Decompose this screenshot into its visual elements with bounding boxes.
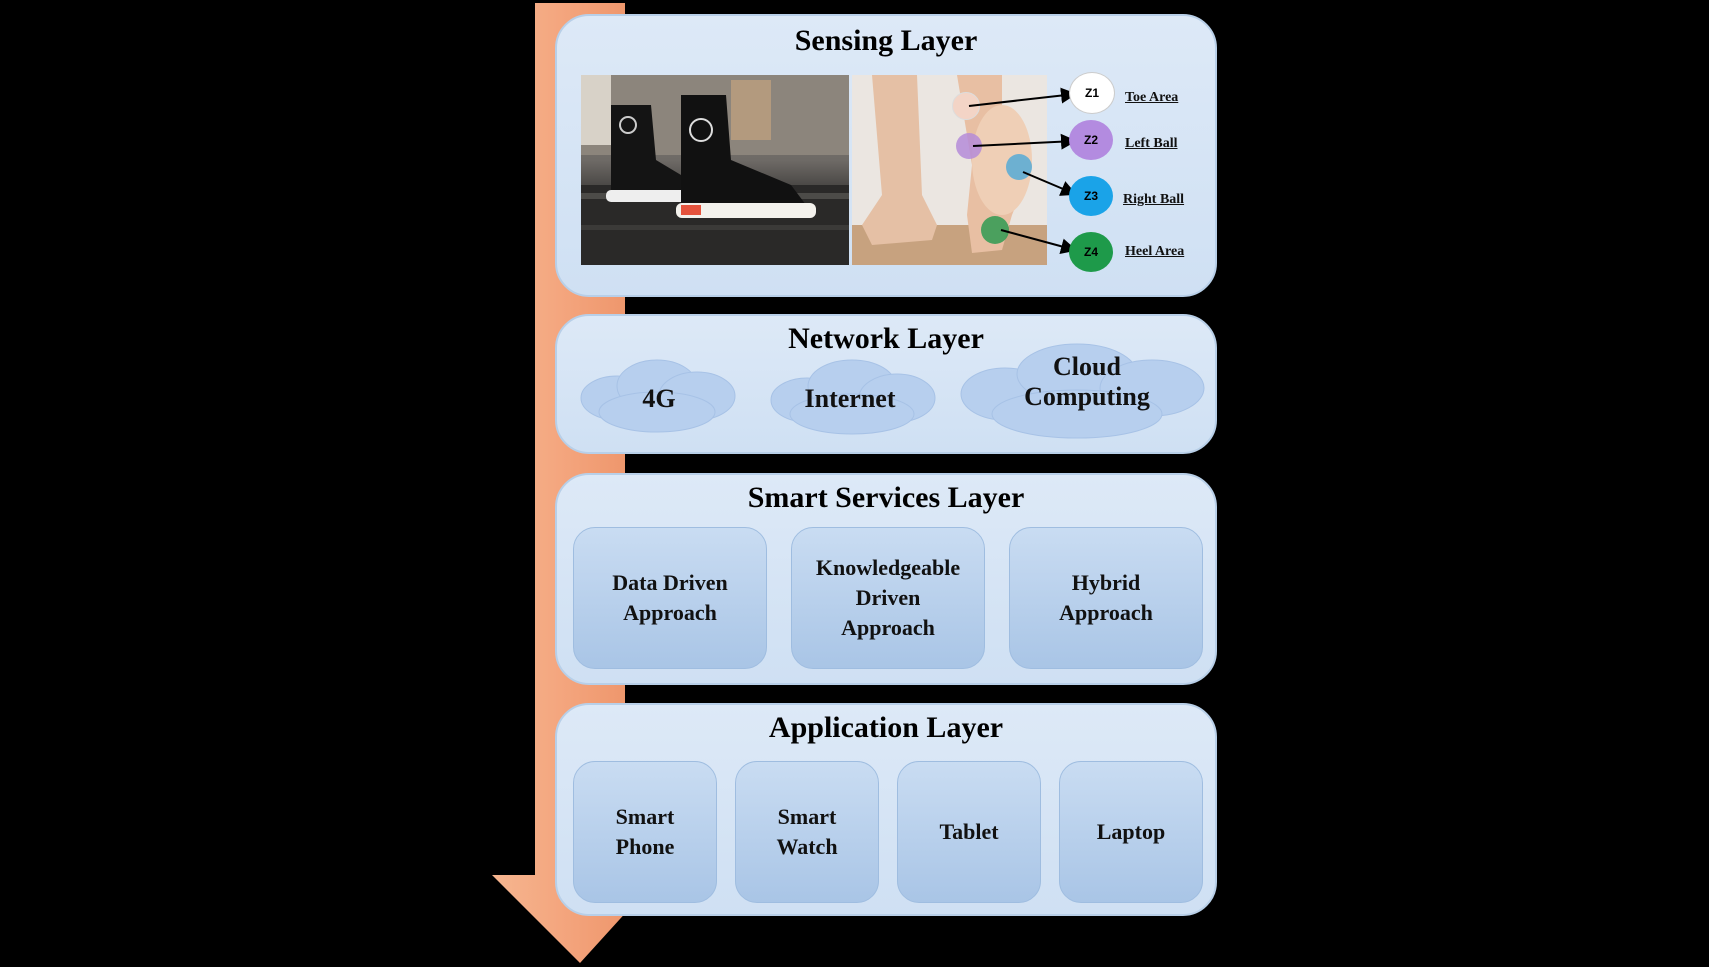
shoe-sensor-photo [581,75,849,265]
cloud-internet: Internet [804,384,896,413]
application-layer-panel: Application Layer Smart Phone Smart Watc… [555,703,1217,916]
zone1-marker [952,92,980,120]
smart-services-layer-panel: Smart Services Layer Data Driven Approac… [555,473,1217,685]
tablet-label: Tablet [939,819,999,844]
cloud-computing: Cloud Computing [1024,352,1150,411]
smart-phone-box: Smart Phone [573,761,717,903]
knowledge-driven-approach-box: Knowledgeable Driven Approach [791,527,985,669]
zone-z3-label: Right Ball [1123,192,1185,207]
knowledge-driven-approach-label: Knowledgeable Driven Approach [815,555,961,640]
cloud-shapes [580,343,1205,439]
smart-watch-box: Smart Watch [735,761,879,903]
zone-z4-label: Heel Area [1125,244,1185,259]
zone3-marker [1006,154,1032,180]
services-layer-title: Smart Services Layer [747,481,1025,514]
zone-z1-label: Toe Area [1125,90,1179,105]
smart-phone-label: Smart Phone [615,804,675,859]
laptop-box: Laptop [1059,761,1203,903]
network-layer-title: Network Layer [788,322,984,355]
zone-z2-label: Left Ball [1125,136,1178,151]
cloud-4g: 4G [642,384,676,413]
zone-z2-badge: Z2 [1069,120,1113,160]
hybrid-approach-box: Hybrid Approach [1009,527,1203,669]
application-layer-title: Application Layer [768,711,1004,744]
tablet-box: Tablet [897,761,1041,903]
sensing-layer-title: Sensing Layer [794,24,978,57]
hybrid-approach-label: Hybrid Approach [1059,570,1153,625]
data-driven-approach-box: Data Driven Approach [573,527,767,669]
zone-leader-lines [968,87,1077,255]
zone-z1-badge: Z1 [1069,72,1115,114]
laptop-label: Laptop [1096,819,1166,844]
sensing-layer-panel: Sensing Layer [555,14,1217,297]
data-driven-approach-label: Data Driven Approach [612,570,728,625]
smart-watch-label: Smart Watch [776,804,838,859]
network-layer-panel: Network Layer 4G Internet Cloud Computin… [555,314,1217,454]
zone-z3-badge: Z3 [1069,176,1113,216]
zone-z4-badge: Z4 [1069,232,1113,272]
